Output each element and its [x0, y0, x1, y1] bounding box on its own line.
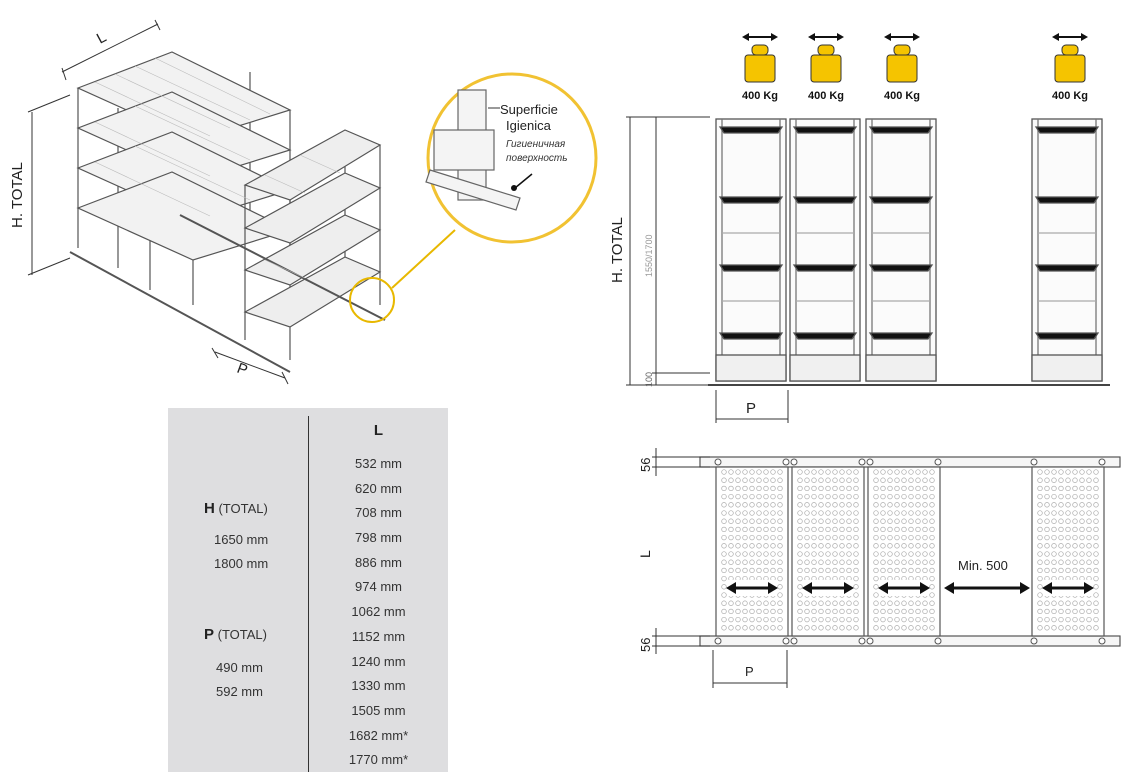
shelf: [792, 196, 858, 204]
length-value: 1062 mm: [351, 604, 406, 620]
length-value: 886 mm: [355, 554, 402, 570]
shelving-unit-front: [1031, 118, 1103, 382]
hygienic-surface-callout: Superficie Igienica Гигиеничная поверхно…: [425, 72, 598, 244]
front-depth-label: P: [746, 400, 756, 417]
shelving-unit-plan: [714, 458, 790, 645]
h-value-1: 1650 mm: [214, 532, 269, 547]
p-value-1: 490 mm: [216, 660, 263, 675]
shelving-unit-plan: [866, 458, 942, 645]
length-value: 1682 mm*: [348, 727, 409, 743]
shelving-unit-plan: [790, 458, 866, 645]
front-elevation-drawing: 400 Kg 400 Kg 400 Kg 400 Kg H. TOTAL 1550/1…: [609, 33, 1110, 423]
p-total-label: P (TOTAL): [204, 626, 267, 643]
callout-subtitle-line2: поверхность: [506, 153, 568, 164]
weight-load-icon: 400 Kg: [808, 33, 844, 102]
load-capacity-label: 400 Kg: [1052, 90, 1088, 102]
load-capacity-label: 400 Kg: [808, 90, 844, 102]
shelf: [868, 264, 934, 272]
iso-depth-label: P: [235, 360, 250, 379]
callout-title-line2: Igienica: [506, 118, 552, 133]
shelving-unit-front: [865, 118, 937, 382]
length-value: 708 mm: [355, 505, 402, 521]
plan-bottom-dim: 56: [638, 638, 653, 652]
table-divider: [308, 416, 309, 772]
length-value: 1770 mm*: [348, 752, 409, 768]
shelf: [1034, 264, 1100, 272]
plan-length-label: L: [637, 550, 653, 558]
shelf: [718, 196, 784, 204]
front-height-values: 1550/1700: [644, 234, 654, 277]
shelf: [718, 332, 784, 340]
shelf: [868, 196, 934, 204]
h-total-label: H (TOTAL): [204, 500, 268, 517]
length-value: 620 mm: [355, 480, 402, 496]
load-capacity-label: 400 Kg: [884, 90, 920, 102]
shelving-unit-plan: [1030, 458, 1106, 645]
length-value: 1330 mm: [351, 678, 406, 694]
length-column-header: L: [373, 422, 384, 439]
length-value: 1505 mm: [351, 702, 406, 718]
weight-load-icon: 400 Kg: [1052, 33, 1088, 102]
isometric-shelving-drawing: L H. TOTAL P: [9, 19, 456, 385]
length-value: 532 mm: [355, 456, 402, 471]
shelf: [792, 264, 858, 272]
length-value: 974 mm: [355, 579, 402, 595]
p-value-2: 592 mm: [216, 684, 263, 699]
dimensions-table: H (TOTAL) 1650 mm 1800 mm P (TOTAL) 490 …: [168, 408, 448, 772]
iso-length-label: L: [94, 29, 109, 48]
iso-height-label: H. TOTAL: [9, 162, 26, 228]
weight-load-icon: 400 Kg: [884, 33, 920, 102]
shelf: [718, 126, 784, 134]
plan-view-drawing: 56 56 L Min. 500 P: [637, 448, 1121, 688]
shelf: [1034, 126, 1100, 134]
plan-gap-label: Min. 500: [958, 558, 1008, 573]
callout-title-line1: Superficie: [500, 102, 558, 117]
h-value-2: 1800 mm: [214, 556, 269, 571]
shelf: [1034, 196, 1100, 204]
shelf: [718, 264, 784, 272]
plan-top-dim: 56: [638, 458, 653, 472]
weight-load-icon: 400 Kg: [742, 33, 778, 102]
shelf: [792, 332, 858, 340]
length-value: 1240 mm: [351, 653, 406, 669]
load-capacity-label: 400 Kg: [742, 90, 778, 102]
length-values-column: 532 mm 620 mm 708 mm 798 mm 886 mm 974 m…: [309, 452, 448, 773]
shelving-unit-front: [789, 118, 861, 382]
shelf: [868, 332, 934, 340]
callout-subtitle-line1: Гигиеничная: [506, 139, 566, 150]
front-height-label: H. TOTAL: [609, 217, 626, 283]
length-value: 1152 mm: [351, 628, 406, 644]
front-base-value: 100: [644, 372, 654, 387]
shelving-unit-front: [715, 118, 787, 382]
shelf: [868, 126, 934, 134]
length-value: 798 mm: [355, 530, 402, 546]
shelf: [792, 126, 858, 134]
plan-depth-label: P: [745, 664, 754, 679]
shelf: [1034, 332, 1100, 340]
